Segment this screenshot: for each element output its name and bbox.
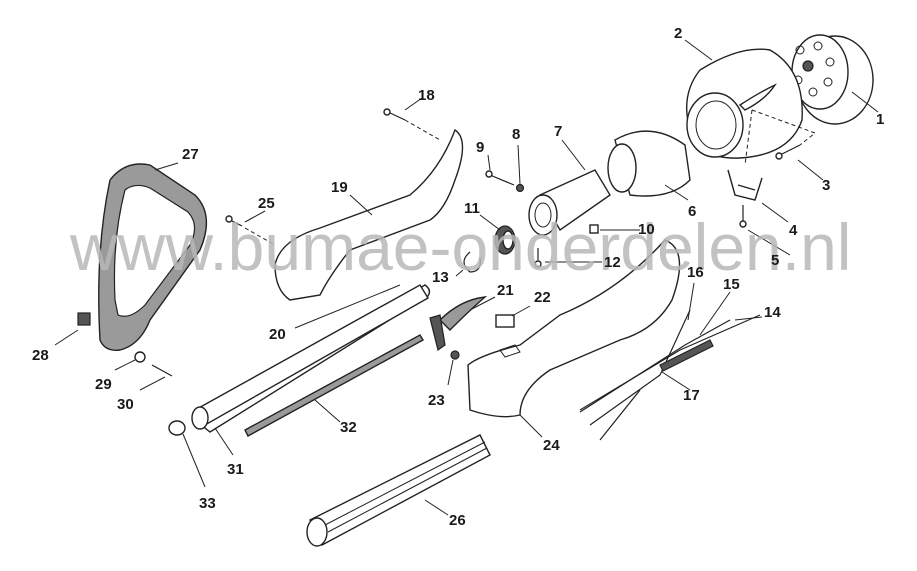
callout-23: 23 xyxy=(428,392,445,409)
part-27-loop-handle[interactable] xyxy=(98,163,208,351)
callout-7: 7 xyxy=(554,123,563,140)
callout-6: 6 xyxy=(688,203,697,220)
callout-2: 2 xyxy=(674,25,683,42)
callout-15: 15 xyxy=(723,276,740,293)
callout-5: 5 xyxy=(771,252,780,269)
callout-3: 3 xyxy=(822,177,831,194)
part-32-drive-shaft[interactable] xyxy=(244,334,424,437)
callout-33: 33 xyxy=(199,495,216,512)
part-5-screw[interactable] xyxy=(739,205,747,228)
callout-25: 25 xyxy=(258,195,275,212)
callout-4: 4 xyxy=(789,222,798,239)
callout-1: 1 xyxy=(876,111,885,128)
part-23-spring[interactable] xyxy=(450,350,460,360)
part-24-handle-housing[interactable] xyxy=(467,239,681,418)
part-19-handle-half[interactable] xyxy=(274,128,464,301)
callout-22: 22 xyxy=(534,289,551,306)
part-7-clamp-housing[interactable] xyxy=(528,169,611,236)
callout-21: 21 xyxy=(497,282,514,299)
callout-18: 18 xyxy=(418,87,435,104)
part-12-screw[interactable] xyxy=(534,248,542,268)
part-33-bushing[interactable] xyxy=(168,420,186,436)
part-21-throttle-trigger[interactable] xyxy=(429,296,488,352)
part-8-washer[interactable] xyxy=(515,183,525,193)
part-6-damper-sleeve[interactable] xyxy=(607,130,691,197)
callout-19: 19 xyxy=(331,179,348,196)
part-29-washer[interactable] xyxy=(134,351,146,363)
part-26-grip[interactable] xyxy=(306,434,491,547)
callout-9: 9 xyxy=(476,139,485,156)
callout-29: 29 xyxy=(95,376,112,393)
part-28-square-nut[interactable] xyxy=(77,312,91,326)
callout-20: 20 xyxy=(269,326,286,343)
callout-8: 8 xyxy=(512,126,521,143)
part-1-clutch-drum[interactable] xyxy=(791,34,874,125)
part-31-shaft-tube[interactable] xyxy=(191,284,429,430)
part-2-housing-cover[interactable] xyxy=(685,48,803,159)
callout-28: 28 xyxy=(32,347,49,364)
part-11-bearing[interactable] xyxy=(494,225,516,255)
callout-27: 27 xyxy=(182,146,199,163)
leader-lines xyxy=(54,39,879,516)
callout-26: 26 xyxy=(449,512,466,529)
callout-11: 11 xyxy=(464,200,480,217)
callout-31: 31 xyxy=(227,461,244,478)
callout-32: 32 xyxy=(340,419,357,436)
callout-17: 17 xyxy=(683,387,700,404)
part-14-17-wire-harness[interactable] xyxy=(579,309,761,441)
callout-24: 24 xyxy=(543,437,560,454)
part-30-screw[interactable] xyxy=(151,364,173,377)
part-10-nut[interactable] xyxy=(589,224,599,234)
part-13-circlip[interactable] xyxy=(463,251,481,273)
part-4-bracket[interactable] xyxy=(727,169,763,201)
part-18-screw[interactable] xyxy=(383,108,406,121)
callout-13: 13 xyxy=(432,269,449,286)
part-22-stop-switch[interactable] xyxy=(495,314,515,328)
part-3-screw[interactable] xyxy=(775,144,801,160)
part-9-screw[interactable] xyxy=(485,170,515,186)
callout-10: 10 xyxy=(638,221,655,238)
callout-14: 14 xyxy=(764,304,781,321)
part-25-screw[interactable] xyxy=(225,215,243,227)
callout-16: 16 xyxy=(687,264,704,281)
callout-12: 12 xyxy=(604,254,621,271)
callout-30: 30 xyxy=(117,396,134,413)
